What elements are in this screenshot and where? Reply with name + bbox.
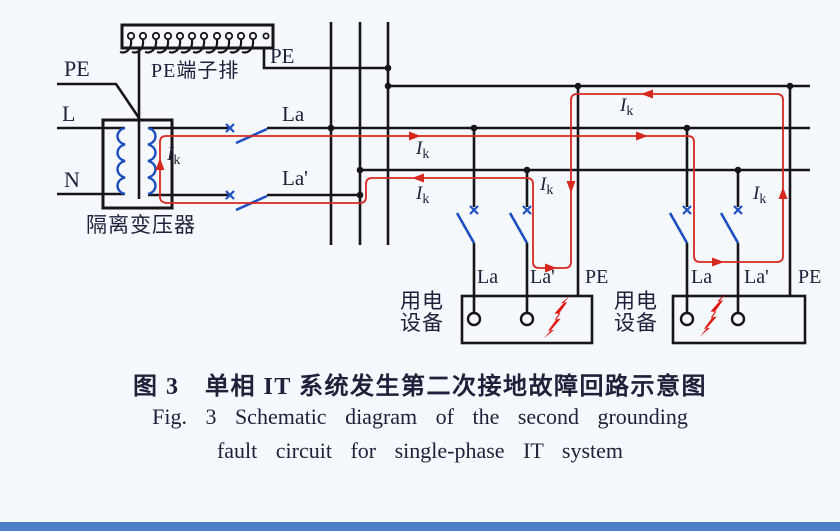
equipment1-terminal-la-prime: La' [530, 266, 555, 288]
figure-caption-zh: 图 3 单相 IT 系统发生第二次接地故障回路示意图 [133, 374, 707, 400]
fault-current-path [155, 89, 788, 273]
fault-current-label-equipment1: Ik [540, 175, 553, 199]
isolation-transformer [101, 118, 174, 210]
label-feeder-la: La [282, 102, 305, 126]
equipment1-name-line2: 设备 [400, 311, 444, 336]
figure-caption-en-line2: fault circuit for single-phase IT system [216, 438, 624, 463]
fault-bolt-equipment2 [699, 290, 727, 340]
fault-current-label-transformer: Ik [167, 145, 180, 169]
equipment1-name-line1: 用电 [400, 289, 444, 313]
terminal-hook-wires [118, 38, 255, 54]
pe-terminal-strip [118, 23, 275, 54]
label-feeder-la-prime: La' [282, 166, 308, 190]
label-pe-left: PE [64, 56, 90, 81]
fault-current-label-la-bus: Ik [416, 139, 429, 163]
equipment2-terminal-pe: PE [798, 266, 822, 288]
equipment-terminals [466, 311, 746, 327]
current-arrows [155, 89, 788, 273]
current-symbol: I [620, 95, 627, 116]
current-subscript: k [173, 153, 181, 168]
wires [57, 22, 810, 313]
equipment2-name: 用电 设备 [614, 290, 658, 334]
equipment2-box [671, 294, 807, 345]
equipment2-terminal-la: La [691, 266, 713, 288]
current-subscript: k [422, 192, 430, 207]
current-subscript: k [546, 183, 554, 198]
fault-current-label-equipment2: Ik [753, 184, 766, 208]
current-symbol: I [753, 183, 760, 204]
current-subscript: k [422, 147, 430, 162]
circuit-breaker-switches [224, 122, 744, 244]
equipment2-name-line2: 设备 [614, 311, 658, 336]
label-pe-terminal-strip: PE端子排 [151, 60, 240, 82]
circuit-schematic [57, 22, 810, 345]
fault-current-label-pe-bus: Ik [620, 96, 633, 120]
current-symbol: I [167, 144, 174, 165]
equipment1-box [460, 294, 594, 345]
junction-dots [327, 64, 794, 199]
equipment1-terminal-la: La [477, 266, 499, 288]
equipment2-terminal-la-prime: La' [744, 266, 769, 288]
switch-blades [235, 127, 740, 244]
fault-bolt-equipment1 [543, 292, 571, 342]
current-symbol: I [540, 174, 547, 195]
equipment1-terminal-pe: PE [585, 266, 609, 288]
label-isolation-transformer: 隔离变压器 [86, 213, 196, 237]
current-symbol: I [416, 183, 423, 204]
equipment-boxes [460, 294, 807, 345]
equipment1-name: 用电 设备 [400, 290, 444, 334]
current-subscript: k [759, 192, 767, 207]
figure-caption-en-line1: Fig. 3 Schematic diagram of the second g… [152, 404, 688, 429]
bottom-blue-bar [0, 522, 840, 531]
current-subscript: k [626, 104, 634, 119]
label-line-n: N [64, 167, 80, 192]
equipment2-name-line1: 用电 [614, 289, 658, 313]
label-pe-strip-tap: PE [270, 44, 295, 68]
label-line-l: L [62, 101, 76, 126]
current-symbol: I [416, 138, 423, 159]
fault-current-label-la-prime-bus: Ik [416, 184, 429, 208]
transformer-coils [116, 126, 157, 196]
